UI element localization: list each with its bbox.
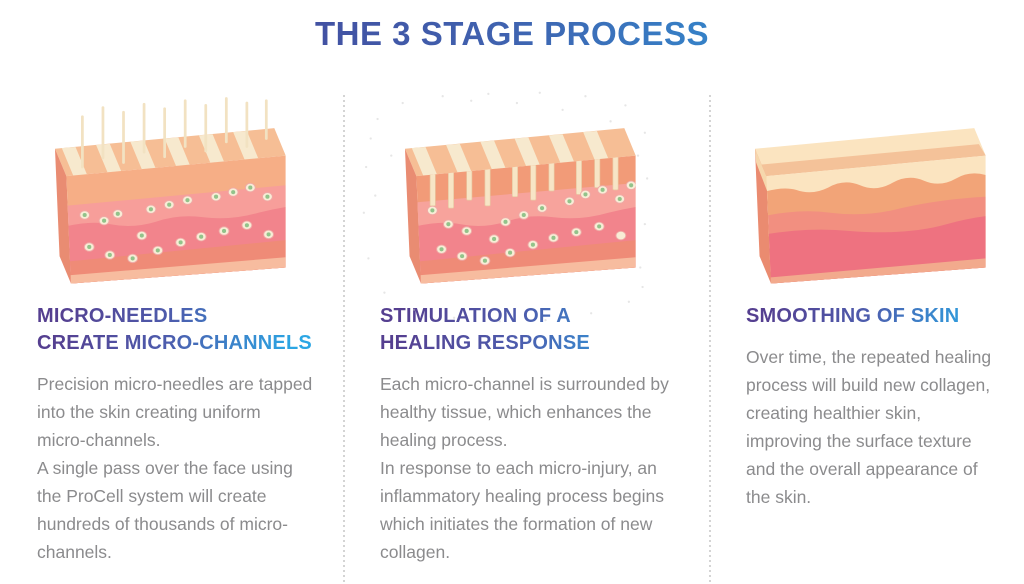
stage-2-heading: STIMULATION OF A HEALING RESPONSE <box>380 303 672 357</box>
heading-line: MICRO-NEEDLES <box>37 305 208 327</box>
paragraph: Over time, the repeated healing process … <box>746 347 992 507</box>
stage-3-heading: SMOOTHING OF SKIN <box>746 303 998 330</box>
paragraph: Precision micro-needles are tapped into … <box>37 374 313 450</box>
stage-3-description: Over time, the repeated healing process … <box>746 343 998 511</box>
stage-1-column: MICRO-NEEDLES CREATE MICRO-CHANNELS Preci… <box>37 85 313 566</box>
smooth-skin-block-icon <box>754 128 986 284</box>
stage-2-description: Each micro-channel is surrounded by heal… <box>380 370 672 566</box>
paragraph: Each micro-channel is surrounded by heal… <box>380 374 669 450</box>
column-divider-1 <box>343 95 345 584</box>
stage-1-heading: MICRO-NEEDLES CREATE MICRO-CHANNELS <box>37 303 313 357</box>
heading-line: CREATE MICRO-CHANNELS <box>37 332 312 354</box>
skin-block-micro-needles-icon <box>54 97 286 284</box>
stage-3-column: SMOOTHING OF SKIN Over time, the repeate… <box>746 85 998 511</box>
stage-2-column: STIMULATION OF A HEALING RESPONSE Each mi… <box>362 85 672 566</box>
heading-line: HEALING RESPONSE <box>380 332 590 354</box>
paragraph: A single pass over the face using the Pr… <box>37 458 293 562</box>
paragraph: In response to each micro-injury, an inf… <box>380 458 665 562</box>
skin-block-micro-channels-icon <box>362 91 649 323</box>
heading-line: STIMULATION OF A <box>380 305 571 327</box>
heading-line: SMOOTHING OF SKIN <box>746 305 960 327</box>
stage-1-description: Precision micro-needles are tapped into … <box>37 370 313 566</box>
page-title: THE 3 STAGE PROCESS <box>0 14 1024 54</box>
column-divider-2 <box>709 95 711 584</box>
